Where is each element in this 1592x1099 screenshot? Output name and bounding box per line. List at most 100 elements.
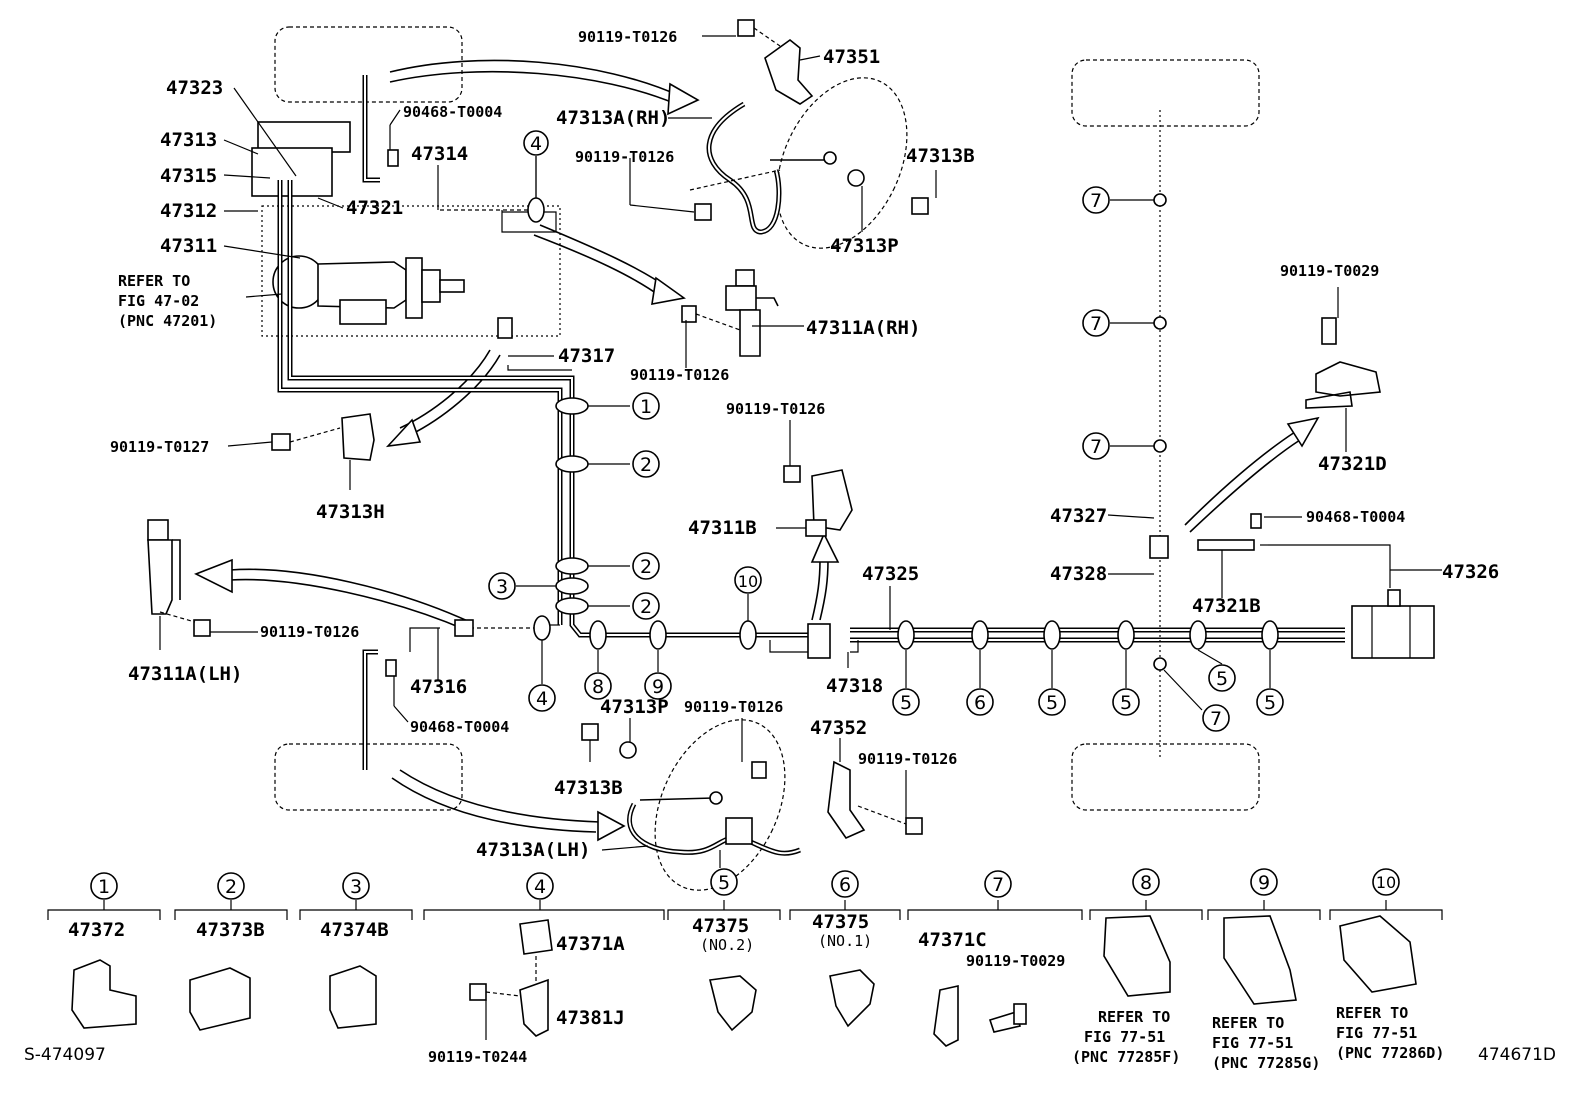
label-47313B-top: 47313B xyxy=(906,145,975,167)
legend-part-4a: 47371A xyxy=(556,933,625,955)
diagram-id-right: 474671D xyxy=(1478,1045,1556,1065)
label-47327: 47327 xyxy=(1050,505,1107,527)
callout-5-e: 5 xyxy=(1264,692,1276,714)
legend-num-8: 8 xyxy=(1140,872,1152,894)
callout-5-d: 5 xyxy=(1216,668,1228,690)
label-47313A-LH: 47313A(LH) xyxy=(476,839,590,861)
callout-5-a: 5 xyxy=(900,692,912,714)
label-bolt-t0126-g: 90119-T0126 xyxy=(858,750,957,768)
label-47313P-top: 47313P xyxy=(830,235,899,257)
legend-refer-10-3: (PNC 77286D) xyxy=(1336,1044,1444,1062)
label-refer-master-3: (PNC 47201) xyxy=(118,312,217,330)
callout-4-bottom: 4 xyxy=(536,688,548,710)
label-bolt-t0126-c: 90119-T0126 xyxy=(630,366,729,384)
label-47312: 47312 xyxy=(160,200,217,222)
callout-7-b: 7 xyxy=(1090,313,1102,335)
label-bolt-t0126-f: 90119-T0126 xyxy=(684,698,783,716)
legend-num-3: 3 xyxy=(350,876,362,898)
callout-2-b: 2 xyxy=(640,556,652,578)
callout-5-c: 5 xyxy=(1120,692,1132,714)
label-47311: 47311 xyxy=(160,235,217,257)
label-clip-t0004-c: 90468-T0004 xyxy=(1306,508,1405,526)
label-refer-master-2: FIG 47-02 xyxy=(118,292,199,310)
pipe-clamps xyxy=(527,193,1279,671)
callout-4-top: 4 xyxy=(530,133,542,155)
label-47311A-LH: 47311A(LH) xyxy=(128,663,242,685)
label-clip-t0004-b: 90468-T0004 xyxy=(410,718,509,736)
label-47321: 47321 xyxy=(346,197,403,219)
callout-7-a: 7 xyxy=(1090,190,1102,212)
legend-num-6: 6 xyxy=(839,874,851,896)
diagram-callouts: 4 1 2 2 3 2 4 8 9 10 5 6 5 5 5 5 7 7 7 xyxy=(488,130,1284,896)
callout-2-c: 2 xyxy=(640,596,652,618)
label-refer-master-1: REFER TO xyxy=(118,272,190,290)
label-47323: 47323 xyxy=(166,77,223,99)
callout-5-f: 5 xyxy=(718,872,730,894)
label-47328: 47328 xyxy=(1050,563,1107,585)
label-47326: 47326 xyxy=(1442,561,1499,583)
diagram-id-left: S-474097 xyxy=(24,1045,106,1065)
legend-refer-9-3: (PNC 77285G) xyxy=(1212,1054,1320,1072)
label-47321B: 47321B xyxy=(1192,595,1261,617)
legend-refer-10-1: REFER TO xyxy=(1336,1004,1408,1022)
label-47317: 47317 xyxy=(558,345,615,367)
zoom-arrows xyxy=(194,59,1320,842)
callout-10: 10 xyxy=(738,572,758,591)
label-47352: 47352 xyxy=(810,717,867,739)
legend-num-2: 2 xyxy=(225,876,237,898)
callout-9: 9 xyxy=(652,676,664,698)
legend-refer-8-3: (PNC 77285F) xyxy=(1072,1048,1180,1066)
callout-7-d: 7 xyxy=(1210,708,1222,730)
legend-part-1: 47372 xyxy=(68,919,125,941)
label-bolt-t0126-d: 90119-T0126 xyxy=(726,400,825,418)
legend-part-7: 47371C xyxy=(918,929,987,951)
leader-lines xyxy=(159,35,1442,1040)
label-47351: 47351 xyxy=(823,46,880,68)
legend-num-7: 7 xyxy=(992,874,1004,896)
legend-part-3: 47374B xyxy=(320,919,389,941)
label-bolt-t0029: 90119-T0029 xyxy=(1280,262,1379,280)
legend-sub-6: (NO.1) xyxy=(818,932,872,950)
label-47315: 47315 xyxy=(160,165,217,187)
label-47313A-RH: 47313A(RH) xyxy=(556,107,670,129)
legend-num-1: 1 xyxy=(98,876,110,898)
label-47321D: 47321D xyxy=(1318,453,1387,475)
legend-bolt-4: 90119-T0244 xyxy=(428,1048,527,1066)
label-clip-t0004-a: 90468-T0004 xyxy=(403,103,502,121)
legend-part-6: 47375 xyxy=(812,911,869,933)
callout-2-a: 2 xyxy=(640,454,652,476)
legend-callouts: 1 2 3 4 6 7 8 9 10 xyxy=(90,868,1400,900)
legend-num-4: 4 xyxy=(534,876,546,898)
callout-5-b: 5 xyxy=(1046,692,1058,714)
callout-7-c: 7 xyxy=(1090,436,1102,458)
label-47314: 47314 xyxy=(411,143,468,165)
legend-part-5: 47375 xyxy=(692,915,749,937)
label-47311A-RH: 47311A(RH) xyxy=(806,317,920,339)
legend-num-10: 10 xyxy=(1376,873,1396,892)
legend-bolt-7: 90119-T0029 xyxy=(966,952,1065,970)
component-sketches xyxy=(147,19,1435,856)
legend-part-4b: 47381J xyxy=(556,1007,625,1029)
callout-3: 3 xyxy=(496,576,508,598)
label-bolt-t0126-a: 90119-T0126 xyxy=(578,28,677,46)
label-47316: 47316 xyxy=(410,676,467,698)
legend-sketches xyxy=(71,915,1417,1047)
legend-part-2: 47373B xyxy=(196,919,265,941)
label-bolt-t0127: 90119-T0127 xyxy=(110,438,209,456)
legend-brackets xyxy=(47,900,1443,920)
label-bolt-t0126-e: 90119-T0126 xyxy=(260,623,359,641)
part-labels: 90119-T0126 47351 47323 90468-T0004 4731… xyxy=(110,28,1499,861)
label-47311B: 47311B xyxy=(688,517,757,539)
legend-refer-8-1: REFER TO xyxy=(1098,1008,1170,1026)
label-47313B-bottom: 47313B xyxy=(554,777,623,799)
master-cylinder xyxy=(251,121,465,325)
label-bolt-t0126-b: 90119-T0126 xyxy=(575,148,674,166)
vehicle-outline-boxes xyxy=(261,26,1260,891)
legend-labels: 47372 47373B 47374B 47371A 47381J 90119-… xyxy=(68,911,1444,1072)
legend-refer-8-2: FIG 77-51 xyxy=(1084,1028,1165,1046)
callout-8: 8 xyxy=(592,676,604,698)
label-47313P-bottom: 47313P xyxy=(600,696,669,718)
legend-num-9: 9 xyxy=(1258,872,1270,894)
